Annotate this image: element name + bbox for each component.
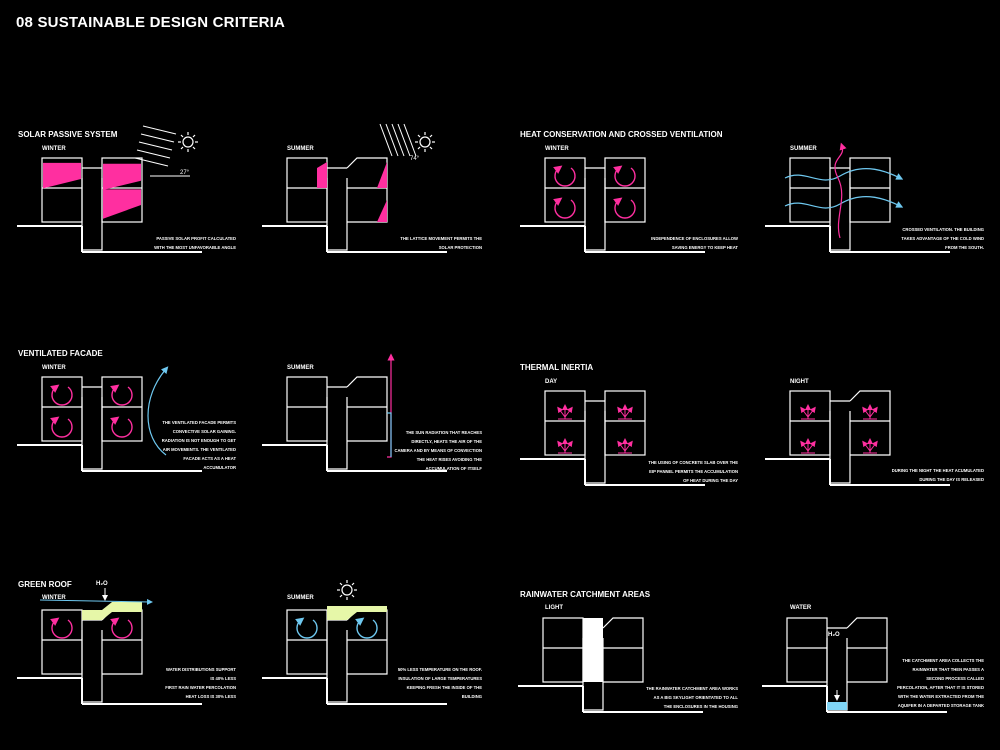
diagram-facade-summer [261,353,448,472]
diagram-solar-summer [261,157,448,253]
label-rain-light: LIGHT [545,605,563,611]
diagram-roof-summer [261,606,448,705]
sun-icon [414,131,436,153]
section-title-facade: VENTILATED FACADE [18,349,103,358]
h2o-roof-label: H₂O [96,581,108,587]
sun-icon [336,579,358,601]
caption-roof-summer: 50% LESS TEMPERATURE ON THE ROOF.INSULAT… [397,667,482,699]
diagram-inertia-day [519,390,706,486]
label-facade-winter: WINTER [42,365,66,371]
label-heat-winter: WINTER [545,146,569,152]
section-title-inertia: THERMAL INERTIA [520,363,594,372]
diagram-rain-water [761,617,948,713]
diagram-solar-winter [16,157,203,253]
sun-rays-summer [379,123,417,157]
label-inertia-night: NIGHT [790,379,809,385]
label-heat-summer: SUMMER [790,146,817,152]
diagram-facade-winter [16,366,203,472]
section-title-roof: GREEN ROOF [18,580,72,589]
section-title-heat: HEAT CONSERVATION AND CROSSED VENTILATIO… [520,130,723,139]
section-title-solar: SOLAR PASSIVE SYSTEM [18,130,118,139]
diagram-inertia-night [764,390,951,486]
label-roof-winter: WINTER [42,595,66,601]
sun-icon [177,131,199,153]
label-solar-winter: WINTER [42,146,66,152]
angle-summer: 74° [410,156,420,162]
label-facade-summer: SUMMER [287,365,314,371]
angle-winter: 27° [180,170,190,176]
label-rain-water: WATER [790,605,812,611]
diagram-heat-summer [764,142,951,253]
h2o-tank-label: H₂O [828,632,840,638]
diagram-heat-winter [519,157,706,253]
diagram-roof-winter [16,588,203,705]
page-title: 08 SUSTAINABLE DESIGN CRITERIA [16,14,286,31]
label-solar-summer: SUMMER [287,146,314,152]
section-title-rain: RAINWATER CATCHMENT AREAS [520,590,651,599]
diagram-rain-light [517,617,704,713]
sun-rays-winter [134,125,190,177]
label-roof-summer: SUMMER [287,595,314,601]
label-inertia-day: DAY [545,379,558,385]
